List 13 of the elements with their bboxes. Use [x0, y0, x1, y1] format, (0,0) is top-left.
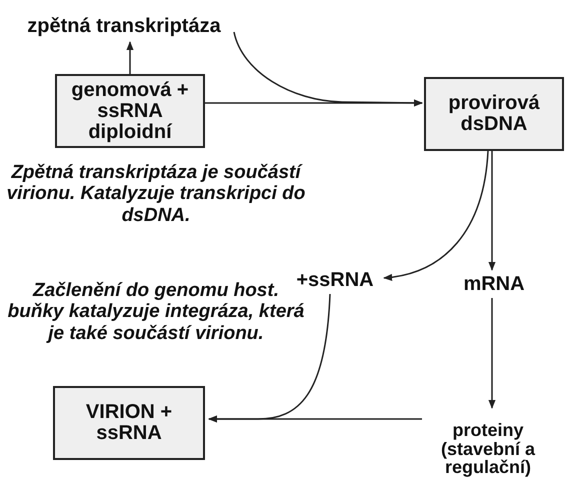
process-box: genomová + ssRNA diploidní [55, 74, 205, 148]
arrow [488, 151, 496, 271]
arrow [488, 298, 496, 409]
process-box: VIRION + ssRNA [53, 386, 205, 460]
arrow [383, 150, 489, 281]
process-box: provirová dsDNA [424, 77, 564, 151]
node-label: zpětná transkriptáza [6, 12, 242, 40]
node-label: mRNA [456, 270, 532, 298]
arrow [208, 294, 331, 423]
arrow [126, 41, 134, 74]
note-text: Zpětná transkriptáza je součástí virionu. Katalyzuje transkripci do dsDNA. [6, 162, 306, 226]
arrow [233, 32, 423, 106]
node-label: proteiny (stavební a regulační) [418, 410, 558, 488]
